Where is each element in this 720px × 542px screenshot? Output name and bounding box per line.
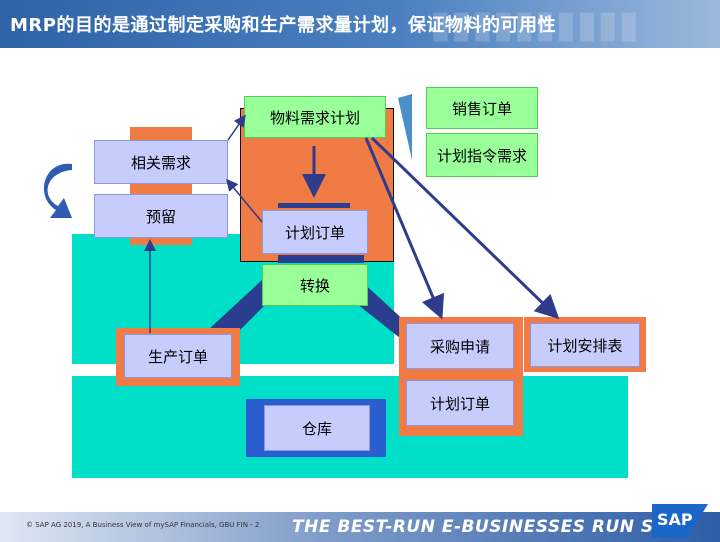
convert-node: 转换 xyxy=(262,264,368,306)
arrow-order-to-demand xyxy=(226,178,263,223)
arrow-plan-to-schedule xyxy=(370,136,560,320)
schedule-line-node: 计划安排表 xyxy=(530,323,640,367)
arrow-plan-to-purchase xyxy=(364,137,445,320)
planned-order-bottom-node: 计划订单 xyxy=(406,380,514,426)
slide-footer: © SAP AG 2019, A Business View of mySAP … xyxy=(0,512,720,542)
slide-title: MRP的目的是通过制定采购和生产需求量计划，保证物料的可用性 xyxy=(10,15,556,36)
related-demand-node: 相关需求 xyxy=(94,140,228,184)
left-leg xyxy=(208,280,270,338)
footer-copyright: © SAP AG 2019, A Business View of mySAP … xyxy=(26,521,260,529)
footer-slogan: THE BEST-RUN E-BUSINESSES RUN SAP xyxy=(292,517,681,537)
header-watermark: ▮▮▮▮▮▮▮▮▮▮ xyxy=(430,2,640,46)
planned-order-top-node: 计划订单 xyxy=(262,210,368,254)
warehouse-node: 仓库 xyxy=(264,405,370,451)
arrow-demand-to-plan xyxy=(227,114,246,141)
plan-directive-node: 计划指令需求 xyxy=(426,133,538,177)
production-order-node: 生产订单 xyxy=(124,334,232,378)
sales-order-node: 销售订单 xyxy=(426,87,538,129)
purchase-request-node: 采购申请 xyxy=(406,323,514,369)
curved-return-arrow xyxy=(44,163,72,218)
material-plan-node: 物料需求计划 xyxy=(244,96,386,138)
mid-bar xyxy=(278,255,364,263)
reservation-node: 预留 xyxy=(94,194,228,238)
blue-wedge xyxy=(398,94,412,160)
slide-header: ▮▮▮▮▮▮▮▮▮▮ MRP的目的是通过制定采购和生产需求量计划，保证物料的可用… xyxy=(0,0,720,48)
top-bar xyxy=(278,203,350,208)
sap-logo-text: SAP xyxy=(657,510,693,529)
